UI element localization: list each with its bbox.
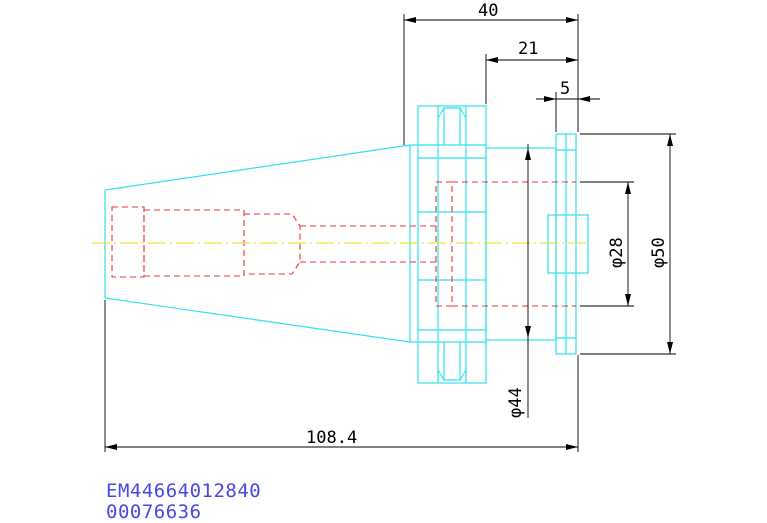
dimension-text-step-length: 5 [560,79,570,99]
dimension-dia-50: φ50 [580,133,676,355]
serial-number-label: 00076636 [106,501,202,523]
dimension-21: 21 [485,39,578,104]
tool-holder-outline [104,105,589,384]
dimension-40: 40 [403,1,579,145]
dimension-text-total-length: 108.4 [306,428,357,448]
dimension-5: 5 [536,79,600,132]
dimension-text-dia-outer: φ50 [649,237,669,268]
dimension-text-dia-bore: φ28 [607,237,627,268]
dimension-text-dia-flange: φ44 [506,387,526,418]
dimension-text-body-length: 21 [518,39,538,59]
dimension-text-flange-length: 40 [478,1,498,21]
dimension-dia-28: φ28 [580,181,634,307]
dimension-108-4: 108.4 [104,300,579,452]
dimension-dia-44: φ44 [506,144,531,418]
hidden-lines [111,181,576,307]
part-number-label: EM44664012840 [106,480,262,502]
